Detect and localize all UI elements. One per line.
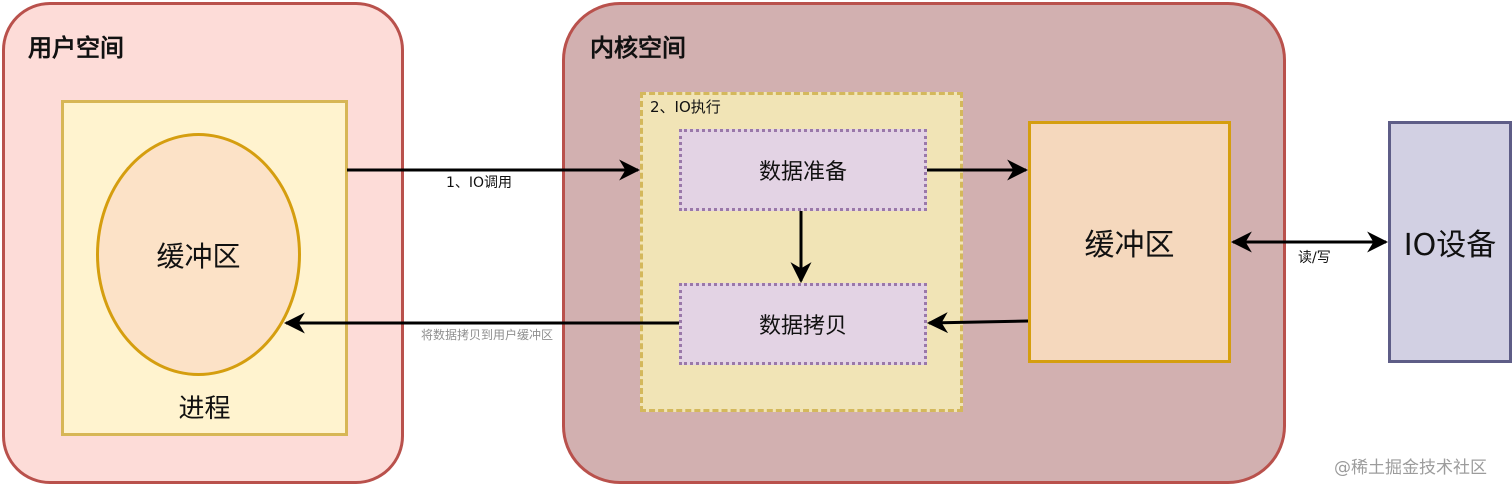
read-write-label: 读/写 [1298, 250, 1331, 266]
process-label: 进程 [178, 394, 231, 424]
io-call-label: 1、IO调用 [446, 175, 513, 191]
user-space-title: 用户空间 [28, 34, 124, 62]
data-copy-label: 数据拷贝 [758, 314, 847, 339]
kernel-space-title: 内核空间 [590, 34, 686, 62]
io-execution-label: 2、IO执行 [650, 98, 721, 116]
user-buffer-ellipse: 缓冲区 [96, 133, 301, 376]
io-device-label: IO设备 [1403, 228, 1497, 263]
buffer-to-copy-arrow [926, 312, 1029, 334]
kernel-buffer-label: 缓冲区 [1084, 228, 1175, 263]
io-device-box: IO设备 [1388, 121, 1512, 363]
data-prep-label: 数据准备 [758, 160, 847, 185]
data-copy-box: 数据拷贝 [679, 283, 927, 365]
copy-to-user-label: 将数据拷贝到用户缓冲区 [421, 328, 554, 342]
user-buffer-label: 缓冲区 [156, 239, 241, 273]
data-prep-box: 数据准备 [679, 129, 927, 211]
kernel-buffer-box: 缓冲区 [1028, 121, 1231, 363]
watermark: @稀土掘金技术社区 [1334, 458, 1487, 478]
